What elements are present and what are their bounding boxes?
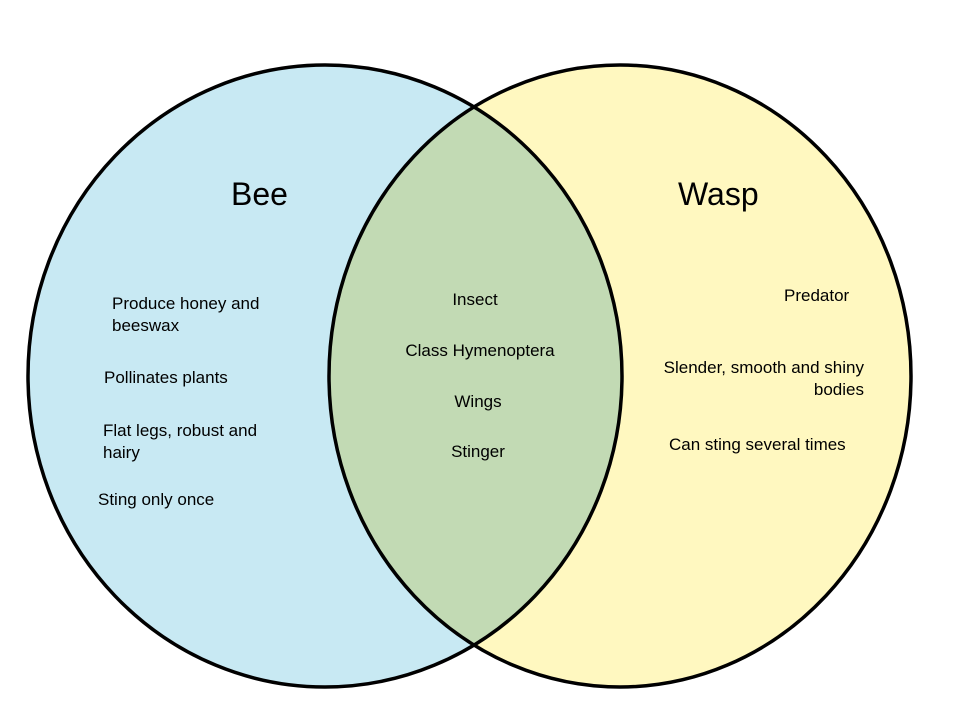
bee-item: Produce honey and beeswax	[112, 294, 260, 335]
wasp-circle-outline	[327, 63, 913, 689]
bee-item: Flat legs, robust and hairy	[103, 421, 258, 462]
wasp-item: Can sting several times	[669, 435, 846, 454]
bee-item: Pollinates plants	[104, 368, 228, 387]
shared-item: Wings	[454, 392, 502, 411]
wasp-item: Slender, smooth and shiny bodies	[663, 358, 864, 399]
shared-item: Insect	[452, 290, 498, 309]
wasp-title: Wasp	[678, 176, 759, 212]
wasp-item: Predator	[784, 286, 850, 305]
bee-item: Sting only once	[98, 490, 215, 509]
bee-title: Bee	[231, 176, 288, 212]
shared-item: Class Hymenoptera	[405, 341, 555, 360]
overlap-region	[329, 65, 622, 687]
shared-item: Stinger	[451, 442, 505, 461]
bee-circle-outline	[26, 63, 624, 689]
